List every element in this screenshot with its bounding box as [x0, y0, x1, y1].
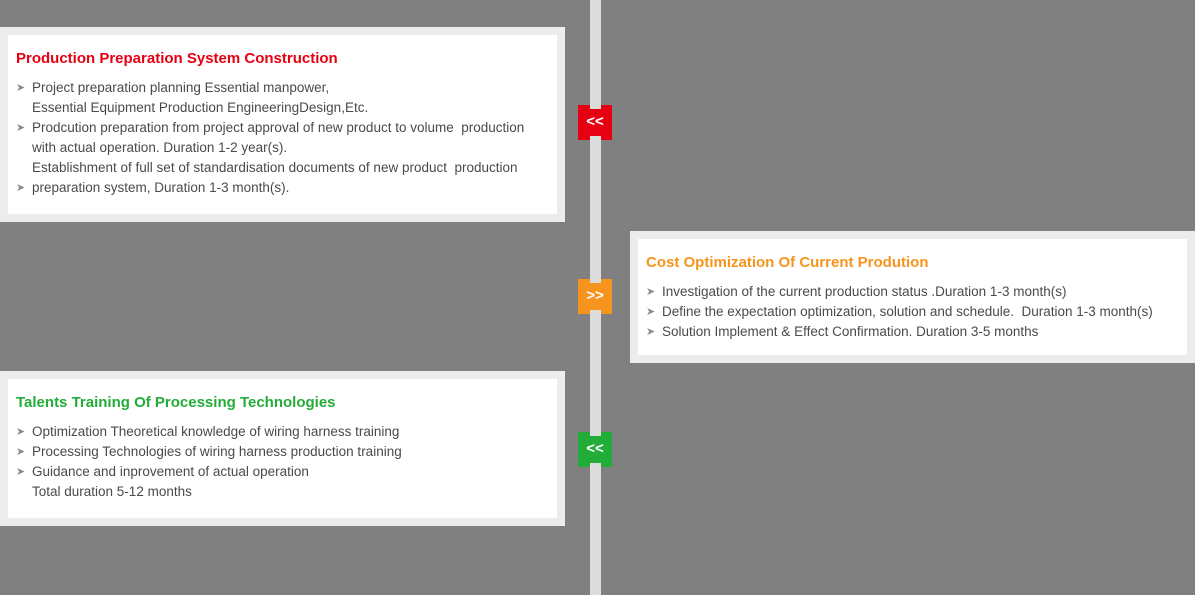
- panel-title-talents-training: Talents Training Of Processing Technolog…: [16, 394, 336, 411]
- bullet-arrow-icon: ➤: [16, 122, 26, 134]
- bullet-text: Investigation of the current production …: [662, 284, 1067, 299]
- bullet-line: ➤ Guidance and inprovement of actual oper…: [16, 462, 547, 482]
- bullet-line: ➤ Project preparation planning Essential …: [16, 78, 547, 98]
- bullet-text: Establishment of full set of standardisa…: [32, 160, 518, 175]
- bullet-arrow-icon: ➤: [16, 82, 26, 94]
- panel-cost-optimization: Cost Optimization Of Current Prodution ➤…: [630, 231, 1195, 363]
- bullet-arrow-icon: ➤: [646, 306, 656, 318]
- panel-talents-training: Talents Training Of Processing Technolog…: [0, 371, 565, 526]
- panel-title-production-preparation: Production Preparation System Constructi…: [16, 50, 338, 67]
- panel-talents-training-body: Talents Training Of Processing Technolog…: [8, 379, 557, 518]
- bullet-text: Guidance and inprovement of actual opera…: [32, 464, 309, 479]
- bullet-arrow-icon: ➤: [16, 182, 26, 194]
- bullet-text: Project preparation planning Essential m…: [32, 80, 330, 95]
- badge-arrow-left-green[interactable]: <<: [578, 432, 612, 467]
- bullet-line: ➤ Optimization Theoretical knowledge of w…: [16, 422, 547, 442]
- badge-arrow-left-red[interactable]: <<: [578, 105, 612, 140]
- panel-production-preparation-body: Production Preparation System Constructi…: [8, 35, 557, 214]
- bullet-arrow-icon: ➤: [16, 466, 26, 478]
- bullet-line: ➤ Define the expectation optimization, so…: [646, 302, 1177, 322]
- bullet-text: preparation system, Duration 1-3 month(s…: [32, 180, 290, 195]
- bullet-text: Define the expectation optimization, sol…: [662, 304, 1153, 319]
- bullet-text: with actual operation. Duration 1-2 year…: [32, 140, 288, 155]
- badge-arrow-right-orange[interactable]: >>: [578, 279, 612, 314]
- bullet-arrow-icon: ➤: [646, 286, 656, 298]
- continuation-line: Essential Equipment Production Engineeri…: [16, 98, 547, 118]
- bullet-text: Essential Equipment Production Engineeri…: [32, 100, 369, 115]
- bullet-text: Optimization Theoretical knowledge of wi…: [32, 424, 400, 439]
- bullet-line: ➤ Solution Implement & Effect Confirmatio…: [646, 322, 1177, 342]
- panel-cost-optimization-body: Cost Optimization Of Current Prodution ➤…: [638, 239, 1187, 355]
- bullet-arrow-icon: ➤: [646, 326, 656, 338]
- bullet-line: ➤ preparation system, Duration 1-3 month(…: [16, 178, 547, 198]
- bullet-arrow-icon: ➤: [16, 426, 26, 438]
- bullet-text: Processing Technologies of wiring harnes…: [32, 444, 402, 459]
- bullet-line: ➤ Prodcution preparation from project app…: [16, 118, 547, 138]
- continuation-line: with actual operation. Duration 1-2 year…: [16, 138, 547, 158]
- bullet-line: ➤ Investigation of the current production…: [646, 282, 1177, 302]
- bullet-text: Prodcution preparation from project appr…: [32, 120, 525, 135]
- panel-production-preparation: Production Preparation System Constructi…: [0, 27, 565, 222]
- bullet-arrow-icon: ➤: [16, 446, 26, 458]
- continuation-line: Total duration 5-12 months: [16, 482, 547, 502]
- panel-title-cost-optimization: Cost Optimization Of Current Prodution: [646, 254, 929, 271]
- bullet-text: Solution Implement & Effect Confirmation…: [662, 324, 1039, 339]
- bullet-text: Total duration 5-12 months: [32, 484, 192, 499]
- continuation-line: Establishment of full set of standardisa…: [16, 158, 547, 178]
- bullet-line: ➤ Processing Technologies of wiring harne…: [16, 442, 547, 462]
